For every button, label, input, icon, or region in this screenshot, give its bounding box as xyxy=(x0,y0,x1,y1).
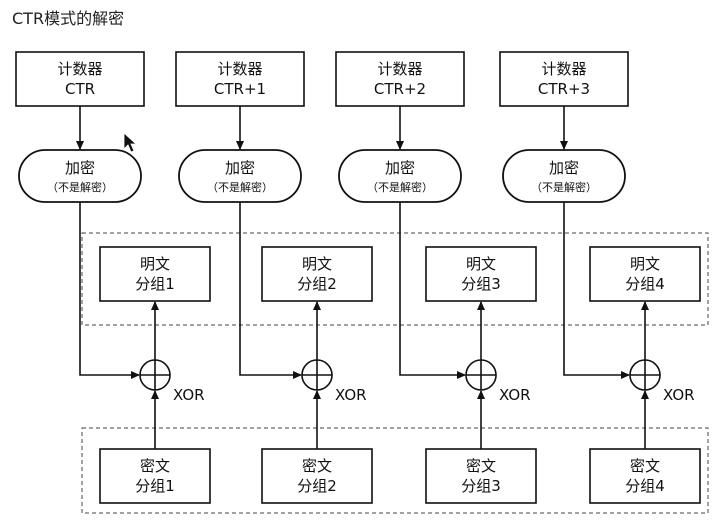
plaintext-label: 明文 xyxy=(466,255,496,273)
keystream-to-xor-line xyxy=(79,202,140,379)
encrypt-label: 加密 xyxy=(549,159,579,177)
counter-box-2 xyxy=(175,51,305,107)
plaintext-label: 明文 xyxy=(140,255,170,273)
cursor-arrow-icon xyxy=(123,132,138,153)
xor-label: XOR xyxy=(499,386,531,404)
ciphertext-group: 分组1 xyxy=(135,477,175,495)
ciphertext-group: 分组2 xyxy=(297,477,337,495)
plaintext-group: 分组1 xyxy=(135,275,175,293)
counter-label: 计数器 xyxy=(57,60,102,78)
xor-label: XOR xyxy=(173,386,205,404)
plaintext-box-2 xyxy=(261,246,373,302)
plaintext-label: 明文 xyxy=(630,255,660,273)
keystream-to-xor-line xyxy=(563,202,630,379)
counter-box-4 xyxy=(499,51,629,107)
encrypt-note: （不是解密） xyxy=(207,180,273,194)
ciphertext-box-1 xyxy=(99,448,211,504)
plaintext-group: 分组3 xyxy=(461,275,501,293)
xor-label: XOR xyxy=(663,386,695,404)
encrypt-label: 加密 xyxy=(385,159,415,177)
diagram-title: CTR模式的解密 xyxy=(12,9,124,28)
ciphertext-group: 分组3 xyxy=(461,477,501,495)
counter-value: CTR xyxy=(65,80,95,98)
ciphertext-group: 分组4 xyxy=(625,477,665,495)
keystream-to-xor-line xyxy=(239,202,302,379)
ciphertext-label: 密文 xyxy=(140,457,170,475)
plaintext-box-1 xyxy=(99,246,211,302)
encrypt-note: （不是解密） xyxy=(367,180,433,194)
counter-value: CTR+1 xyxy=(214,80,266,98)
plaintext-group: 分组4 xyxy=(625,275,665,293)
counter-box-1 xyxy=(15,51,145,107)
ciphertext-label: 密文 xyxy=(466,457,496,475)
plaintext-box-3 xyxy=(425,246,537,302)
encrypt-label: 加密 xyxy=(225,159,255,177)
counter-label: 计数器 xyxy=(541,60,586,78)
ciphertext-label: 密文 xyxy=(630,457,660,475)
counter-value: CTR+2 xyxy=(374,80,426,98)
plaintext-label: 明文 xyxy=(302,255,332,273)
plaintext-group: 分组2 xyxy=(297,275,337,293)
counter-value: CTR+3 xyxy=(538,80,590,98)
counter-label: 计数器 xyxy=(217,60,262,78)
encrypt-note: （不是解密） xyxy=(47,180,113,194)
ciphertext-box-2 xyxy=(261,448,373,504)
plaintext-group-region xyxy=(81,232,709,326)
counter-label: 计数器 xyxy=(377,60,422,78)
ciphertext-label: 密文 xyxy=(302,457,332,475)
encrypt-note: （不是解密） xyxy=(531,180,597,194)
keystream-to-xor-line xyxy=(399,202,466,379)
plaintext-box-4 xyxy=(589,246,701,302)
encrypt-label: 加密 xyxy=(65,159,95,177)
xor-label: XOR xyxy=(335,386,367,404)
ciphertext-group-region xyxy=(81,427,709,514)
columns: 计数器CTR加密（不是解密）明文分组1XOR密文分组1计数器CTR+1加密（不是… xyxy=(15,51,701,504)
counter-box-3 xyxy=(335,51,465,107)
